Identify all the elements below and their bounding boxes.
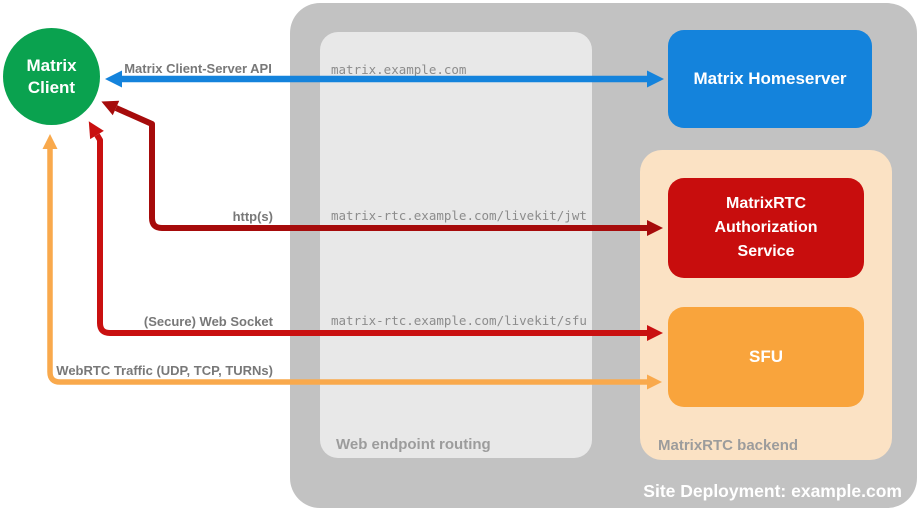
client-server-api-label: Matrix Client-Server API bbox=[124, 61, 272, 76]
auth-service-label-line1: MatrixRTC bbox=[725, 195, 806, 212]
matrix-client-label-line1: Matrix bbox=[26, 55, 77, 75]
endpoint-livekit-jwt: matrix-rtc.example.com/livekit/jwt bbox=[331, 208, 587, 223]
matrixrtc-backend-label: MatrixRTC backend bbox=[658, 437, 799, 454]
web-endpoint-routing-label: Web endpoint routing bbox=[336, 436, 491, 453]
matrix-homeserver-label: Matrix Homeserver bbox=[693, 69, 847, 88]
endpoint-livekit-sfu: matrix-rtc.example.com/livekit/sfu bbox=[331, 313, 587, 328]
matrix-client-node: Matrix Client bbox=[3, 28, 100, 125]
https-label: http(s) bbox=[232, 209, 273, 224]
matrix-homeserver-box: Matrix Homeserver bbox=[668, 30, 872, 128]
site-deployment-label: Site Deployment: example.com bbox=[643, 481, 902, 501]
auth-service-label-line2: Authorization bbox=[714, 219, 818, 236]
websocket-label: (Secure) Web Socket bbox=[143, 314, 273, 329]
auth-service-box: MatrixRTC Authorization Service bbox=[668, 178, 864, 278]
web-endpoint-routing-panel bbox=[320, 32, 592, 458]
matrix-client-label-line2: Client bbox=[27, 77, 76, 97]
endpoint-matrix: matrix.example.com bbox=[331, 62, 467, 77]
webrtc-traffic-label: WebRTC Traffic (UDP, TCP, TURNs) bbox=[56, 363, 273, 378]
sfu-label: SFU bbox=[749, 347, 783, 366]
sfu-box: SFU bbox=[668, 307, 864, 407]
auth-service-label-line3: Service bbox=[737, 243, 795, 260]
